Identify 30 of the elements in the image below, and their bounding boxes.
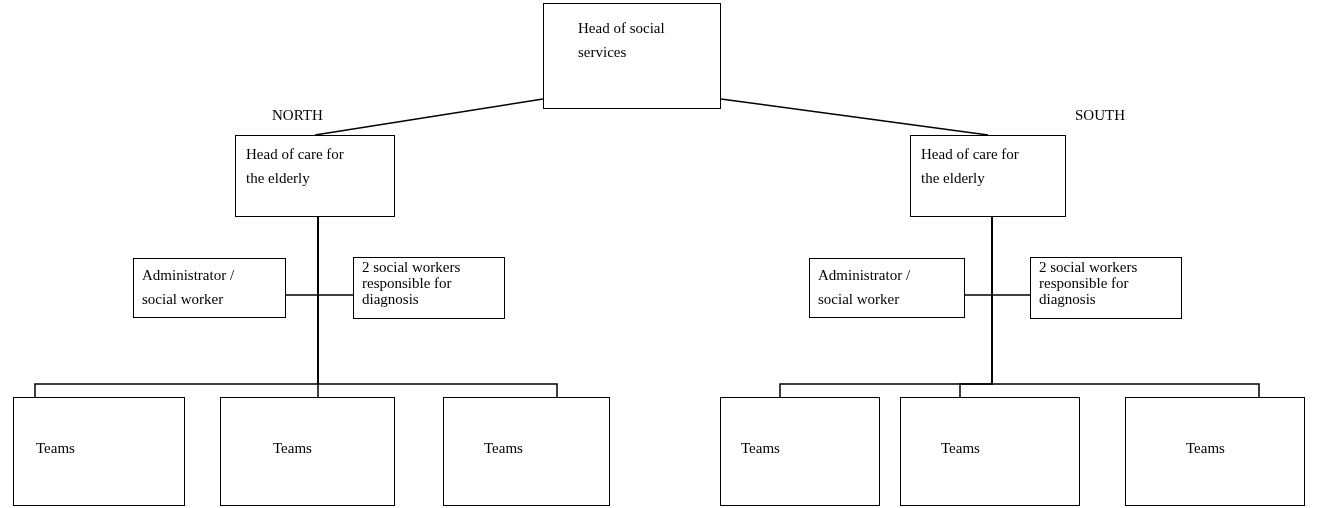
org-box <box>235 135 395 217</box>
org-box <box>910 135 1066 217</box>
role-title: Administrator / social worker <box>818 266 912 309</box>
role-title: 2 social workers responsible for diagnosis <box>1039 260 1139 308</box>
role-title: 2 social workers responsible for diagnosis <box>362 260 462 308</box>
role-title: Head of care for the elderly <box>246 145 345 188</box>
org-box <box>809 258 965 318</box>
role-title: Administrator / social worker <box>142 266 236 309</box>
org-box <box>443 397 610 506</box>
connector-line <box>314 98 544 136</box>
org-box <box>1030 257 1182 319</box>
role-title: Head of social services <box>578 19 666 62</box>
region-label: SOUTH <box>1075 106 1125 124</box>
org-box <box>13 397 185 506</box>
role-title: Teams <box>1186 439 1225 458</box>
role-title: Teams <box>741 439 780 458</box>
org-box <box>543 3 721 109</box>
role-title: Head of care for the elderly <box>921 145 1020 188</box>
role-title: Teams <box>36 439 75 458</box>
role-title: Teams <box>941 439 980 458</box>
connector-line <box>720 98 989 136</box>
org-box <box>353 257 505 319</box>
role-title: Teams <box>484 439 523 458</box>
org-box <box>720 397 880 506</box>
org-box <box>900 397 1080 506</box>
org-box <box>220 397 395 506</box>
org-box <box>133 258 286 318</box>
org-box <box>1125 397 1305 506</box>
region-label: NORTH <box>272 106 323 124</box>
role-title: Teams <box>273 439 312 458</box>
